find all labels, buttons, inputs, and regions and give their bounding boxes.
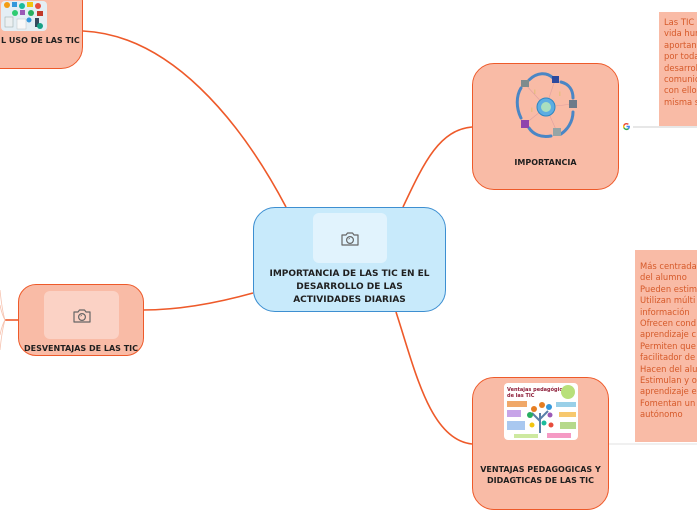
note-importancia[interactable]: Las TIC i vida hum aportan por toda desa…: [659, 12, 697, 126]
subtopic-fan-lines: [0, 289, 6, 351]
branch-label-importancia: IMPORTANCIA: [514, 158, 577, 167]
central-label: IMPORTANCIA DE LAS TIC EN EL DESARROLLO …: [254, 268, 445, 307]
camera-icon: [341, 231, 359, 246]
ventajas-label-line-2: DIDAGTICAS DE LAS TIC: [487, 476, 594, 485]
branch-node-ventajas[interactable]: Ventajas pedagógicas de las TIC VENTAJAS…: [472, 377, 609, 510]
note-line: Hacen del alu: [640, 363, 697, 374]
note-line: del alumno: [640, 272, 687, 283]
central-label-line-1: IMPORTANCIA DE LAS TIC EN EL: [269, 269, 430, 279]
central-image-placeholder: [313, 213, 387, 263]
network-cycle-illustration: I I I: [515, 72, 577, 138]
note-line: Permiten que: [640, 340, 696, 351]
note-line: Utilizan múlti: [640, 295, 696, 306]
note-line: por toda: [664, 51, 697, 62]
connector-central-ventajas: [395, 311, 473, 445]
infographic-title-2: de las TIC: [507, 393, 535, 399]
connector-central-uso: [82, 30, 287, 208]
note-line: con ello: [664, 85, 697, 96]
note-line: Pueden estim: [640, 283, 697, 294]
note-line: misma s: [664, 96, 697, 107]
note-line: información: [640, 306, 690, 317]
ventajas-label-line-1: VENTAJAS PEDAGOGICAS Y: [480, 465, 601, 474]
central-label-line-3: ACTIVIDADES DIARIAS: [293, 295, 406, 305]
note-line: Ofrecen cond: [640, 318, 697, 329]
note-line: autónomo: [640, 409, 683, 420]
tic-apps-collage-image: [1, 1, 47, 31]
note-line: Fomentan un: [640, 397, 696, 408]
note-line: comunic: [664, 74, 697, 85]
branch-label-uso-tic: L USO DE LAS TIC: [1, 36, 80, 45]
branch-label-desventajas: DESVENTAJAS DE LAS TIC: [24, 344, 138, 353]
note-line: desarrol: [664, 62, 697, 73]
google-icon[interactable]: [622, 122, 631, 131]
central-topic-node[interactable]: IMPORTANCIA DE LAS TIC EN EL DESARROLLO …: [253, 207, 446, 312]
note-line: facilitador de: [640, 352, 696, 363]
infographic-title-1: Ventajas pedagógicas: [507, 386, 569, 393]
svg-text:I: I: [531, 107, 533, 114]
branch-node-importancia[interactable]: I I I IMPORTANCIA: [472, 63, 619, 190]
note-ventajas[interactable]: Más centrada del alumno Pueden estim Uti…: [635, 250, 697, 442]
central-label-line-2: DESARROLLO DE LAS: [296, 282, 403, 292]
connector-central-desventajas: [142, 292, 254, 311]
note-line: vida hum: [664, 28, 697, 39]
camera-icon: [72, 308, 91, 323]
svg-text:I: I: [534, 89, 536, 96]
note-line: aportan: [664, 39, 697, 50]
ventajas-infographic-image: Ventajas pedagógicas de las TIC: [504, 383, 578, 440]
branch-label-ventajas: VENTAJAS PEDAGOGICAS Y DIDAGTICAS DE LAS…: [473, 464, 608, 486]
note-line: Estimulan y o: [640, 375, 697, 386]
note-line: aprendizaje e: [640, 386, 697, 397]
branch-node-desventajas[interactable]: DESVENTAJAS DE LAS TIC: [18, 284, 144, 356]
note-line: Las TIC i: [664, 17, 697, 27]
connector-central-importancia: [402, 126, 473, 208]
branch-node-uso-tic[interactable]: L USO DE LAS TIC: [0, 0, 83, 69]
ventajas-infographic: Ventajas pedagógicas de las TIC: [507, 385, 576, 438]
note-line: Más centrada: [640, 261, 697, 271]
desventajas-image-placeholder: [44, 291, 119, 339]
tic-network-cycle-image: I I I: [511, 72, 581, 142]
note-line: aprendizaje c: [640, 329, 697, 340]
tic-apps-icons: [4, 2, 43, 30]
svg-text:I: I: [559, 91, 561, 98]
